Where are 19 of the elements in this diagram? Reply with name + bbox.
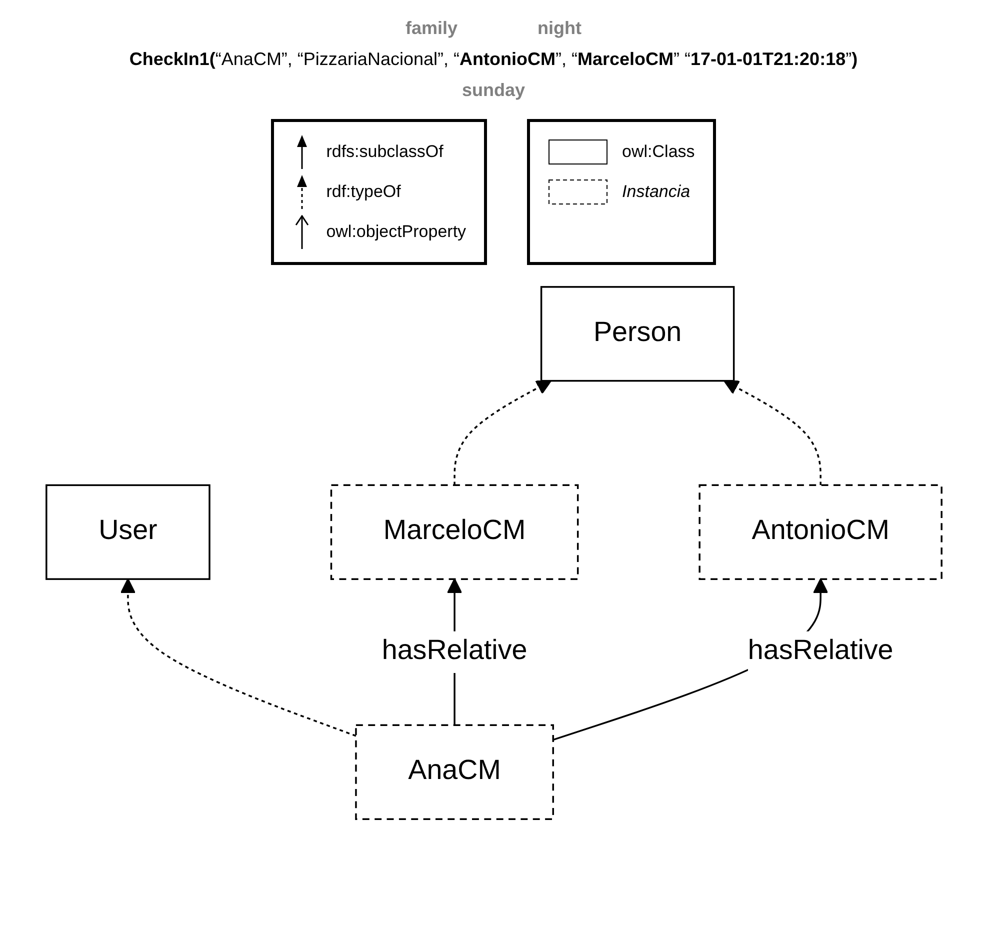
node-box: MarceloCM: [330, 484, 578, 580]
node-box: User: [45, 484, 210, 580]
node-box: AntonioCM: [698, 484, 942, 580]
function-call-text: CheckIn1(“AnaCM”, “PizzariaNacional”, “AntonioCM”, “MarceloCM” “17-01-01T21:20:18”): [129, 49, 858, 70]
bracket-label: sunday: [462, 80, 526, 101]
edge-label: hasRelative: [747, 636, 893, 666]
node-box: Person: [540, 286, 734, 382]
bracket-label: night: [538, 18, 582, 39]
legend-text: rdf:typeOf: [326, 182, 401, 202]
legend-text: owl:objectProperty: [326, 222, 466, 242]
edge-label: hasRelative: [381, 636, 527, 666]
node-box: AnaCM: [354, 724, 554, 820]
bracket-label: family: [405, 18, 458, 39]
legend-text: owl:Class: [622, 142, 695, 162]
legend-text: rdfs:subclassOf: [326, 142, 444, 162]
arrow: [723, 380, 821, 486]
legend-text: Instancia: [622, 182, 690, 202]
arrow: [453, 380, 552, 486]
arrow: [120, 578, 356, 737]
